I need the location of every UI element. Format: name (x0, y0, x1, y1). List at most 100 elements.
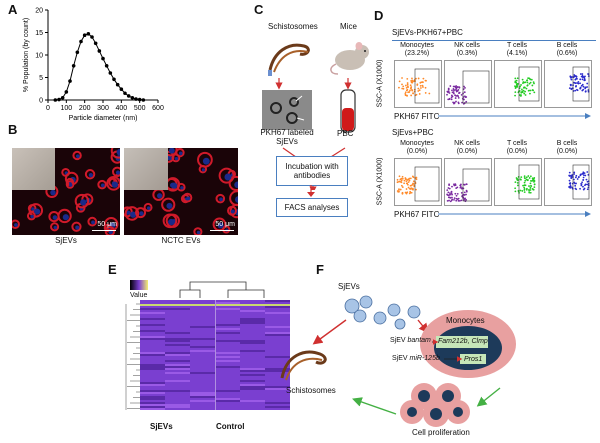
event-dot (447, 196, 450, 199)
heatmap-cell (190, 332, 215, 334)
event-dot (529, 89, 532, 92)
event-dot (450, 94, 453, 97)
event-dot (455, 187, 458, 190)
event-dot (451, 89, 453, 92)
micrograph-nctc-evs: 50 μm (121, 142, 246, 237)
heatmap-cell (215, 302, 240, 304)
event-dot (568, 179, 571, 182)
nucleus-stain (156, 193, 163, 199)
mouse-illustration (330, 42, 369, 75)
event-dot (409, 184, 412, 187)
heatmap-cell (240, 310, 265, 312)
heatmap-col-label-sjevs: SjEVs (150, 422, 173, 431)
event-dot (401, 186, 404, 189)
event-dot (457, 96, 460, 99)
event-dot (523, 176, 526, 179)
nucleus-stain (125, 210, 131, 215)
event-dot (573, 178, 575, 181)
heatmap-cell (265, 328, 290, 330)
heatmap-cell (240, 302, 265, 304)
event-dot (402, 85, 405, 88)
heatmap-cell (190, 388, 215, 390)
event-dot (529, 92, 531, 95)
heatmap-cell (265, 408, 290, 410)
event-dot (574, 82, 577, 85)
event-dot (581, 73, 584, 75)
heatmap-cell (240, 312, 265, 314)
heatmap-cell (140, 336, 165, 338)
y-tick-label: 10 (35, 53, 43, 60)
heatmap-cell (140, 386, 165, 388)
scale-bar (92, 229, 116, 231)
heatmap-cell (190, 314, 215, 316)
event-dot (581, 181, 583, 184)
gene-pros1: Pros1 (464, 356, 483, 363)
heatmap-cell (190, 338, 215, 340)
heatmap-cell (265, 302, 290, 304)
heatmap-cell (190, 356, 215, 358)
nucleus-stain (219, 197, 223, 202)
event-dot (519, 95, 522, 97)
event-dot (522, 89, 525, 92)
event-dot (411, 89, 414, 92)
event-dot (457, 101, 460, 104)
event-dot (582, 176, 585, 179)
heatmap-cell (265, 380, 290, 382)
heatmap-cell (165, 302, 190, 304)
heatmap-cell (240, 356, 265, 358)
heatmap-cell (215, 300, 240, 302)
heatmap-cell (240, 402, 265, 404)
heatmap-cell (190, 312, 215, 314)
heatmap-cell (240, 360, 265, 362)
heatmap-cell (165, 364, 190, 366)
event-dot (516, 182, 519, 184)
event-dot (396, 181, 399, 184)
event-dot (458, 86, 461, 89)
event-dot (522, 86, 525, 89)
event-dot (528, 191, 531, 194)
ev-vesicle (218, 167, 235, 184)
heatmap-cell (140, 406, 165, 408)
heatmap-cell (190, 406, 215, 408)
event-dot (404, 91, 407, 94)
event-dot (579, 173, 582, 176)
event-dot (570, 78, 573, 81)
heatmap-row-dendrogram (125, 303, 140, 410)
x-tick-label: 0 (46, 105, 50, 112)
event-dot (514, 187, 517, 190)
heatmap-cell (240, 382, 265, 384)
heatmap-cell (190, 348, 215, 350)
heatmap-cell (265, 360, 290, 362)
heatmap-cell (215, 402, 240, 404)
event-dot (573, 81, 575, 84)
event-dot (521, 88, 523, 91)
heatmap-cell (240, 336, 265, 338)
event-dot (425, 79, 427, 82)
event-dot (459, 186, 462, 189)
event-dot (414, 177, 417, 180)
event-dot (450, 98, 453, 101)
event-dot (585, 178, 588, 181)
gene-fam212b-clmp: Fam212b, Clmp (438, 338, 488, 345)
event-dot (409, 89, 411, 92)
event-dot (418, 89, 421, 92)
heatmap-cell (190, 310, 215, 312)
event-dot (404, 92, 407, 95)
event-dot (529, 189, 532, 191)
heatmap-cell (140, 368, 165, 370)
event-dot (521, 190, 524, 192)
scale-bar (210, 229, 234, 231)
x-tick-label: 200 (79, 105, 91, 112)
row1-xaxis-arrow (438, 113, 591, 119)
micrograph-label-nctc: NCTC EVs (161, 236, 201, 245)
heatmap-cell (190, 346, 215, 348)
heatmap-cell (265, 404, 290, 406)
blood-tube-icon (340, 89, 356, 133)
event-dot (447, 87, 450, 90)
heatmap-cell (265, 318, 290, 320)
event-dot (586, 188, 589, 191)
event-dot (579, 82, 581, 85)
heatmap-cell (240, 300, 265, 302)
event-dot (514, 87, 517, 90)
heatmap-cell (215, 330, 240, 332)
